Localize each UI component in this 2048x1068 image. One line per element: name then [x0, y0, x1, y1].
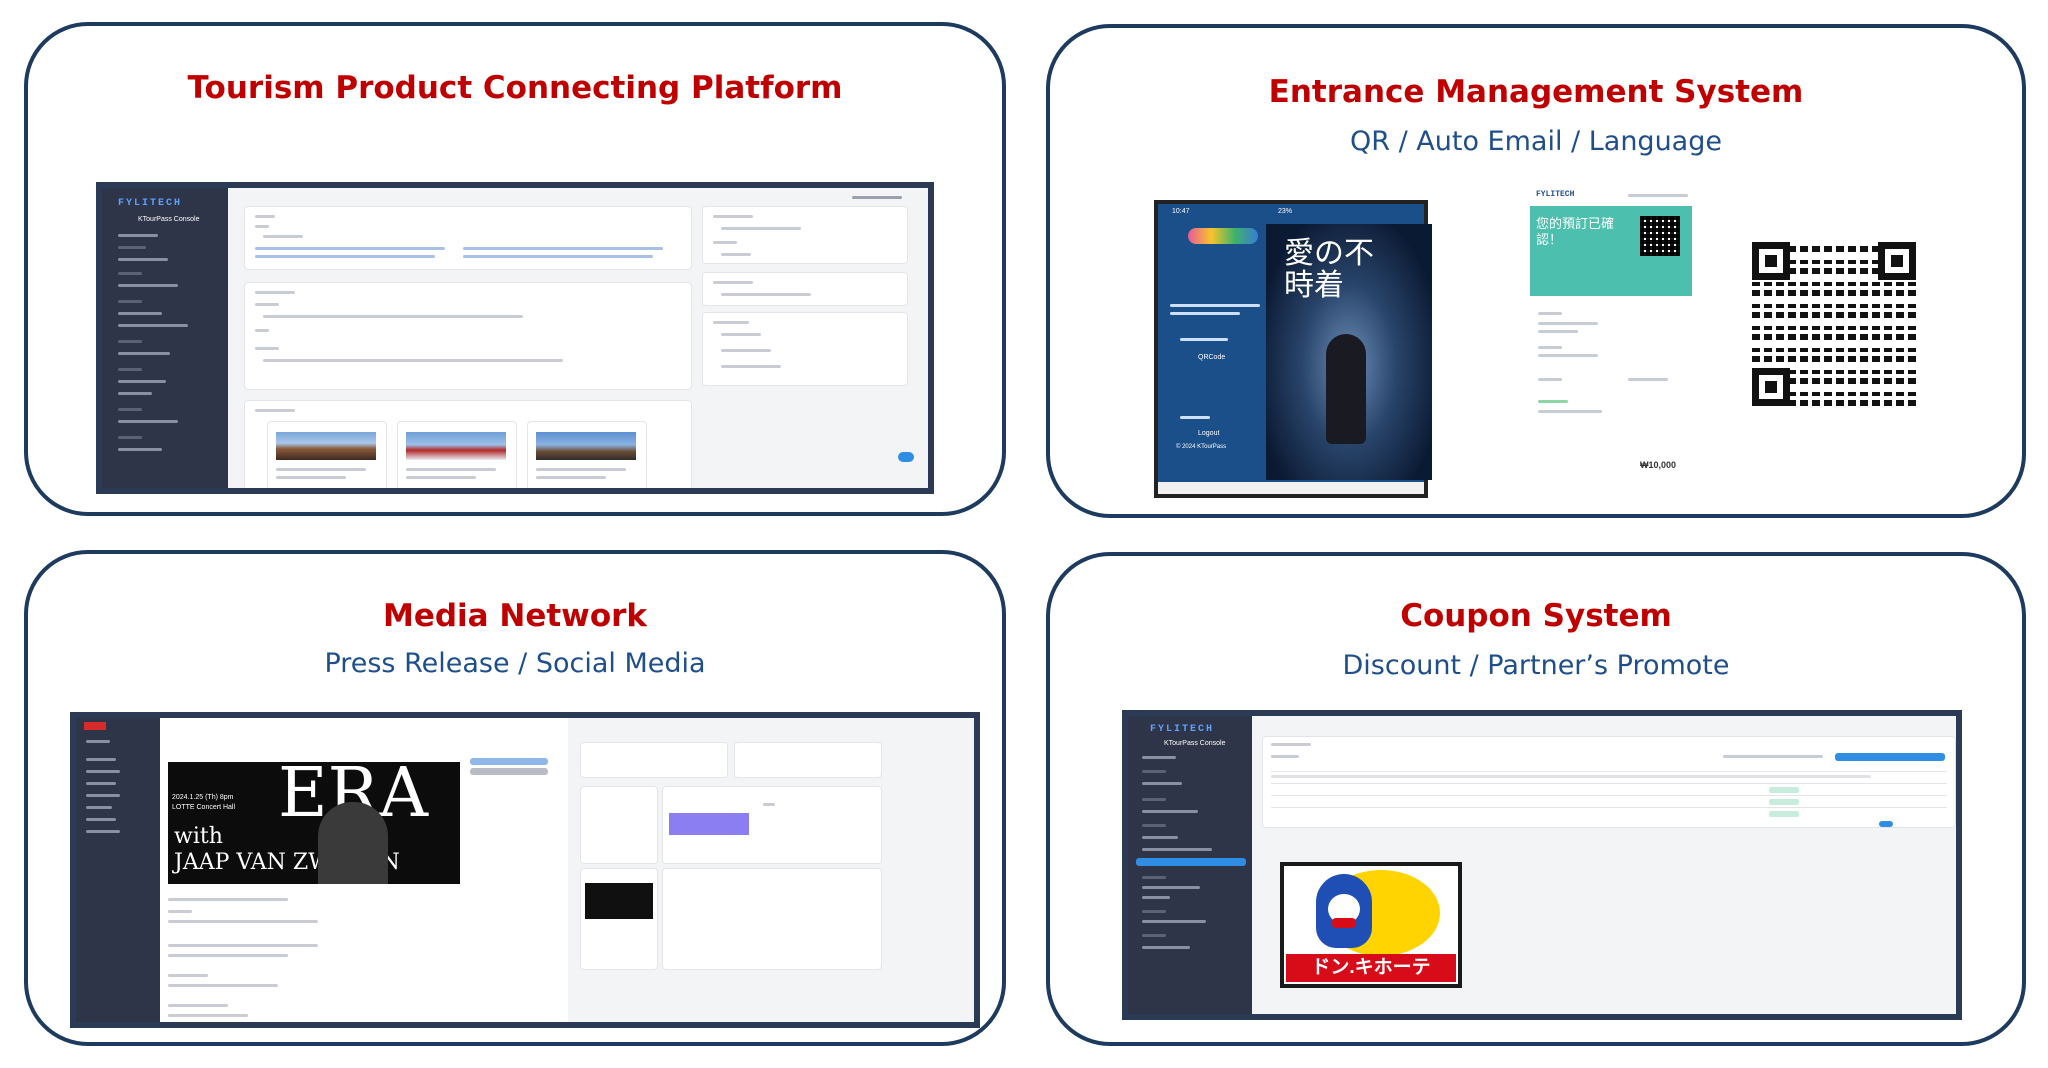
- email-qr-icon: [1640, 216, 1680, 256]
- partner-store-logo: ドン.キホーテ: [1280, 862, 1462, 988]
- poster-title: 愛の不時着: [1284, 236, 1374, 303]
- email-brand: FYLITECH: [1536, 190, 1575, 199]
- coupon-console-name: KTourPass Console: [1164, 740, 1226, 747]
- media-console-screenshot: ERA with JAAP VAN ZWEDEN 2024.1.25 (Th) …: [70, 712, 980, 1028]
- phone-battery: 23%: [1278, 208, 1293, 215]
- phone-nav-bar: [1158, 482, 1424, 494]
- coupon-create-button[interactable]: [1835, 753, 1945, 761]
- store-name-banner: ドン.キホーテ: [1286, 954, 1456, 982]
- media-logo: [84, 722, 106, 730]
- confirmation-email: FYLITECH 您的預訂已確認！ ₩10,000: [1528, 190, 1698, 480]
- coupon-table-card: [1262, 736, 1956, 828]
- large-qr-code: [1752, 242, 1916, 406]
- musical-poster: 愛の不時着: [1266, 224, 1432, 480]
- entrance-subtitle: QR / Auto Email / Language: [1350, 126, 1722, 157]
- fab-button[interactable]: [898, 452, 914, 462]
- penguin-mascot-icon: [1316, 874, 1372, 948]
- tourism-title: Tourism Product Connecting Platform: [187, 70, 843, 106]
- poster-venue: LOTTE Concert Hall: [172, 804, 236, 811]
- poster-date: 2024.1.25 (Th) 8pm: [172, 794, 234, 801]
- media-secondary-button[interactable]: [470, 768, 548, 775]
- header-icons[interactable]: [852, 196, 902, 199]
- coupon-console-screenshot: FYLITECH KTourPass Console: [1122, 710, 1962, 1020]
- media-panel: Media Network Press Release / Social Med…: [24, 550, 1006, 1046]
- coupon-menu-active[interactable]: [1136, 858, 1246, 866]
- console-name: KTourPass Console: [138, 216, 200, 223]
- pagination-current[interactable]: [1879, 821, 1893, 827]
- console-sidebar: FYLITECH KTourPass Console: [102, 188, 228, 488]
- tourism-panel: Tourism Product Connecting Platform FYLI…: [24, 22, 1006, 516]
- coupon-panel: Coupon System Discount / Partner’s Promo…: [1046, 552, 2026, 1046]
- coupon-title: Coupon System: [1400, 598, 1672, 634]
- stats-bar: [669, 813, 749, 835]
- phone-footer: © 2024 KTourPass: [1176, 444, 1227, 450]
- phone-time: 10:47: [1172, 208, 1190, 215]
- menu-logout[interactable]: Logout: [1198, 430, 1220, 437]
- entrance-panel: Entrance Management System QR / Auto Ema…: [1046, 24, 2026, 518]
- media-title: Media Network: [382, 598, 648, 634]
- entrance-title: Entrance Management System: [1268, 74, 1804, 110]
- brand-swoosh-logo: [1188, 228, 1258, 244]
- menu-qrcode[interactable]: QRCode: [1198, 354, 1226, 361]
- media-sidebar: [76, 718, 160, 1022]
- concert-poster: ERA with JAAP VAN ZWEDEN 2024.1.25 (Th) …: [168, 762, 460, 884]
- email-banner: 您的預訂已確認！: [1530, 206, 1692, 296]
- media-subtitle: Press Release / Social Media: [324, 648, 706, 679]
- email-price: ₩10,000: [1640, 460, 1677, 470]
- poster-with: with: [174, 824, 223, 849]
- media-action-button[interactable]: [470, 758, 548, 765]
- coupon-subtitle: Discount / Partner’s Promote: [1342, 650, 1730, 681]
- coupon-brand-logo: FYLITECH: [1150, 724, 1215, 735]
- coupon-sidebar: FYLITECH KTourPass Console: [1128, 716, 1252, 1014]
- brand-logo: FYLITECH: [118, 198, 183, 209]
- email-heading: 您的預訂已確認！: [1536, 216, 1615, 247]
- tourism-console-screenshot: FYLITECH KTourPass Console: [96, 182, 934, 494]
